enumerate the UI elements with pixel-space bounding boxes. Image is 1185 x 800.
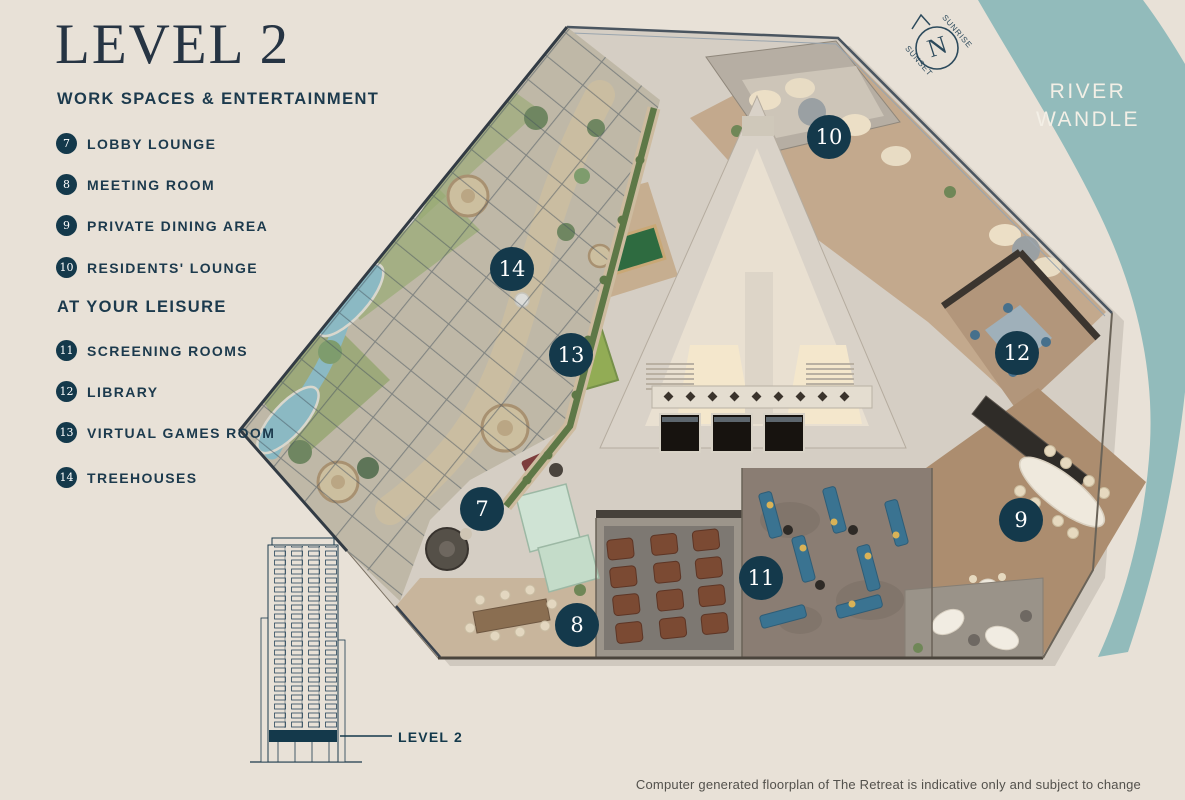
legend-number-badge: 9 — [56, 215, 77, 236]
plan-badge-number: 12 — [1003, 341, 1031, 365]
legend-number-badge: 12 — [56, 381, 77, 402]
legend-item-label: LOBBY LOUNGE — [87, 135, 217, 152]
legend-number-badge: 11 — [56, 340, 77, 361]
legend-item-screening-rooms: 11 SCREENING ROOMS — [56, 340, 248, 361]
river-wandle-label: RIVER WANDLE — [1008, 78, 1168, 134]
floorplate — [239, 25, 1146, 660]
legend-item-library: 12 LIBRARY — [56, 381, 159, 402]
elevation-level-label: LEVEL 2 — [398, 729, 463, 745]
legend-item-label: PRIVATE DINING AREA — [87, 217, 269, 234]
river-shape — [978, 0, 1185, 657]
plan-badge-14: 14 — [490, 247, 534, 291]
legend-item-label: VIRTUAL GAMES ROOM — [87, 424, 276, 441]
plan-badge-number: 8 — [570, 613, 584, 637]
plan-badge-number: 11 — [747, 566, 775, 590]
plan-badge-8: 8 — [555, 603, 599, 647]
section-heading-leisure: AT YOUR LEISURE — [57, 298, 227, 316]
compass-icon — [911, 13, 959, 70]
river-label-line1: RIVER — [1049, 80, 1127, 103]
plan-badge-12: 12 — [995, 331, 1039, 375]
legend-item-treehouses: 14 TREEHOUSES — [56, 467, 197, 488]
legend-number-badge: 10 — [56, 257, 77, 278]
legend-item-meeting-room: 8 MEETING ROOM — [56, 174, 215, 195]
legend-item-label: LIBRARY — [87, 383, 159, 400]
plan-badge-13: 13 — [549, 333, 593, 377]
legend-item-label: SCREENING ROOMS — [87, 342, 249, 359]
section-heading-workspaces: WORK SPACES & ENTERTAINMENT — [57, 90, 380, 108]
plan-badge-number: 13 — [557, 343, 585, 367]
page-title: LEVEL 2 — [55, 13, 291, 76]
legend-number-badge: 13 — [56, 422, 77, 443]
legend-item-label: RESIDENTS' LOUNGE — [87, 259, 259, 276]
plan-badge-number: 7 — [475, 497, 489, 521]
plan-badge-11: 11 — [739, 556, 783, 600]
plan-badge-9: 9 — [999, 498, 1043, 542]
elevation-level2-band — [269, 730, 337, 742]
legend-item-residents-lounge: 10 RESIDENTS' LOUNGE — [56, 257, 258, 278]
legend-number-badge: 8 — [56, 174, 77, 195]
legend-item-virtual-games: 13 VIRTUAL GAMES ROOM — [56, 422, 275, 443]
legend-item-label: TREEHOUSES — [87, 469, 198, 486]
winter-garden — [238, 26, 661, 601]
building-elevation — [250, 537, 392, 763]
disclaimer-text: Computer generated floorplan of The Retr… — [635, 777, 1141, 792]
plan-badge-10: 10 — [807, 115, 851, 159]
legend-item-label: MEETING ROOM — [87, 176, 216, 193]
elevator-bank — [659, 413, 805, 453]
legend-number-badge: 7 — [56, 133, 77, 154]
plan-badge-number: 9 — [1014, 508, 1028, 532]
plan-badge-number: 14 — [498, 257, 526, 281]
plan-badge-number: 10 — [815, 125, 843, 149]
legend-item-lobby-lounge: 7 LOBBY LOUNGE — [56, 133, 216, 154]
legend-number-badge: 14 — [56, 467, 77, 488]
river-label-line2: WANDLE — [1035, 108, 1141, 131]
plan-badge-7: 7 — [460, 487, 504, 531]
legend-item-private-dining: 9 PRIVATE DINING AREA — [56, 215, 268, 236]
